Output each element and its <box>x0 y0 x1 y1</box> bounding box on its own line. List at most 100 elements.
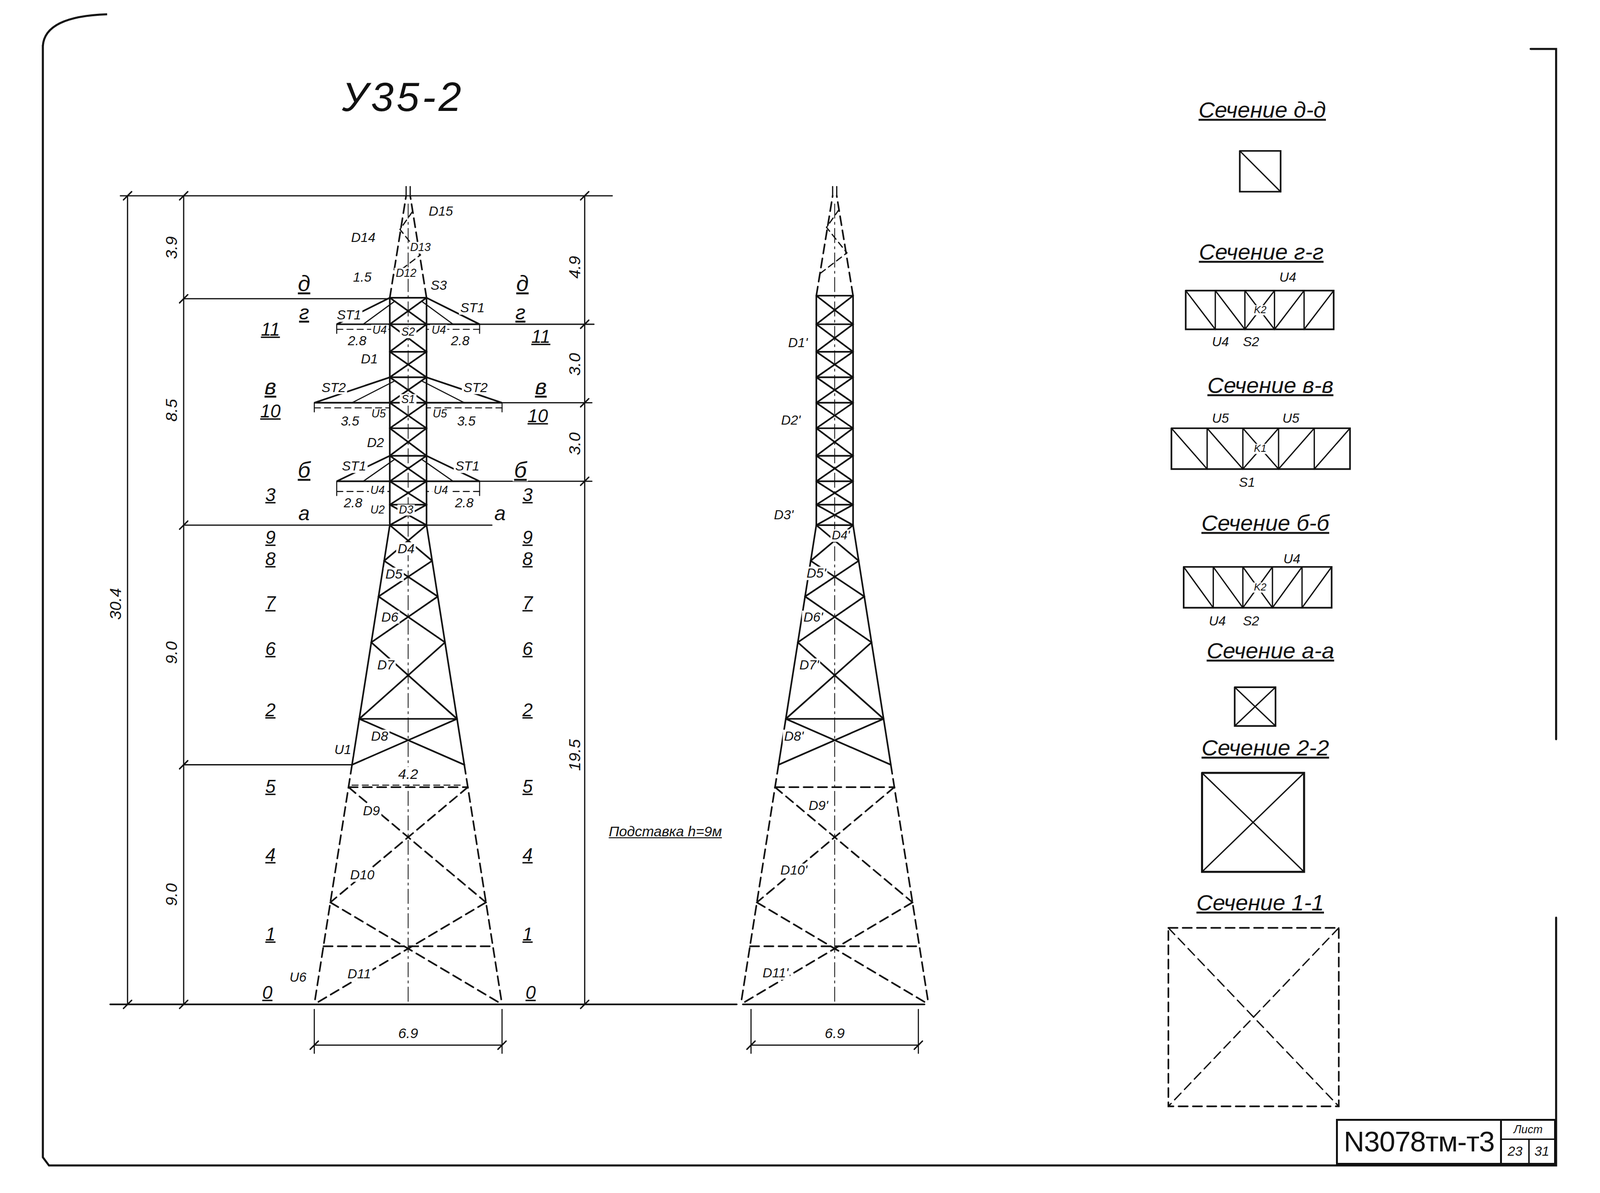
extension-line <box>917 1009 919 1054</box>
section-mark: б <box>512 459 529 482</box>
section-member <box>1278 428 1280 470</box>
section-member <box>1185 290 1216 330</box>
section-member <box>1245 290 1275 330</box>
section-member <box>1278 428 1315 470</box>
cross-arm <box>422 301 453 325</box>
section-member <box>1273 290 1276 330</box>
dimension-line <box>389 402 391 412</box>
section-mark: г <box>297 301 311 323</box>
dimension-line <box>313 402 315 412</box>
cross-arm <box>426 377 503 403</box>
dimension: 6.9 <box>397 1026 420 1041</box>
section-label: U4 <box>1277 270 1298 285</box>
tower-member <box>371 642 457 719</box>
cross-arm <box>422 460 453 482</box>
dimension: 2.8 <box>342 496 365 510</box>
panel-number: 9 <box>264 528 277 547</box>
panel-number: 10 <box>526 407 550 426</box>
section-member <box>1242 567 1244 608</box>
section-member <box>1202 772 1304 872</box>
section-member <box>1274 290 1304 330</box>
tower-member <box>359 718 465 765</box>
member-label: ST1 <box>453 459 482 474</box>
drawing-title: У35-2 <box>342 76 464 118</box>
extension-line <box>183 298 390 300</box>
tower-member <box>785 642 872 719</box>
section-member <box>1303 290 1305 330</box>
tower-member <box>378 561 432 597</box>
dimension-tick <box>310 1041 319 1050</box>
cross-arm <box>363 301 394 325</box>
tower-member <box>810 525 854 562</box>
panel-number: 2 <box>520 701 534 720</box>
section-member <box>1215 290 1246 330</box>
member-label: D14 <box>349 231 377 245</box>
section-outline <box>1183 567 1332 608</box>
dimension-line <box>336 481 338 497</box>
member-label: D11 <box>346 967 373 982</box>
member-label: D15 <box>427 204 455 219</box>
section-outline <box>1168 928 1339 1107</box>
tower-member <box>774 787 913 903</box>
extension-line <box>750 1009 752 1054</box>
section-outline <box>1171 428 1350 470</box>
section-label: U4 <box>1207 614 1227 629</box>
panel-number: 7 <box>264 594 277 613</box>
dimension: 6.9 <box>823 1026 847 1041</box>
dimension-line <box>426 402 428 412</box>
member-label: U6 <box>287 971 308 985</box>
member-label: ST2 <box>320 381 348 395</box>
section-member <box>1245 290 1275 330</box>
dimension-line <box>352 784 465 786</box>
section-member <box>1168 928 1339 1107</box>
member-label: D7' <box>797 658 821 673</box>
section-heading: Сечение 1-1 <box>1196 891 1325 915</box>
member-label: U4 <box>432 485 450 497</box>
panel-number: 11 <box>259 320 282 339</box>
member-label: D9' <box>807 799 830 813</box>
extension-line <box>501 1009 503 1054</box>
tower-member <box>816 195 833 296</box>
panel-number: 9 <box>520 528 534 547</box>
dimension-line <box>584 195 586 1005</box>
tower-member <box>816 323 854 325</box>
sheet-number: 31 <box>1528 1138 1555 1164</box>
section-view: Сечение в-в <box>1207 374 1334 398</box>
panel-number: 0 <box>260 983 274 1002</box>
panel-number: 5 <box>520 777 534 796</box>
member-label: D8 <box>369 729 390 744</box>
member-label: D1 <box>359 352 380 366</box>
tower-member <box>464 764 503 1005</box>
member-label: D9 <box>361 804 382 818</box>
section-member <box>1171 428 1208 470</box>
member-label: D13 <box>408 242 432 254</box>
section-outline <box>1239 151 1281 192</box>
member-label: D5 <box>384 567 404 582</box>
section-member <box>1303 290 1334 330</box>
tower-member <box>836 186 838 196</box>
dimension: 2.8 <box>346 334 368 348</box>
section-mark: в <box>533 375 549 398</box>
dimension-line <box>126 195 129 1005</box>
member-label: D12 <box>394 267 419 279</box>
section-label: S1 <box>1237 475 1257 490</box>
extension-line <box>183 524 390 527</box>
member-label: U4 <box>430 324 448 336</box>
section-outline <box>1202 772 1304 872</box>
tower-member <box>405 186 408 196</box>
cross-arm <box>314 377 390 403</box>
panel-number: 8 <box>264 550 277 569</box>
section-mark: в <box>263 375 278 398</box>
cross-arm <box>363 460 394 482</box>
sheet-border <box>43 14 108 46</box>
panel-number: 1 <box>520 925 534 944</box>
tower-member <box>352 718 458 765</box>
section-member <box>1239 151 1281 192</box>
member-label: D10 <box>348 868 376 883</box>
section-member <box>1244 290 1246 330</box>
panel-number: 10 <box>258 402 283 421</box>
member-label: U5 <box>369 408 387 420</box>
